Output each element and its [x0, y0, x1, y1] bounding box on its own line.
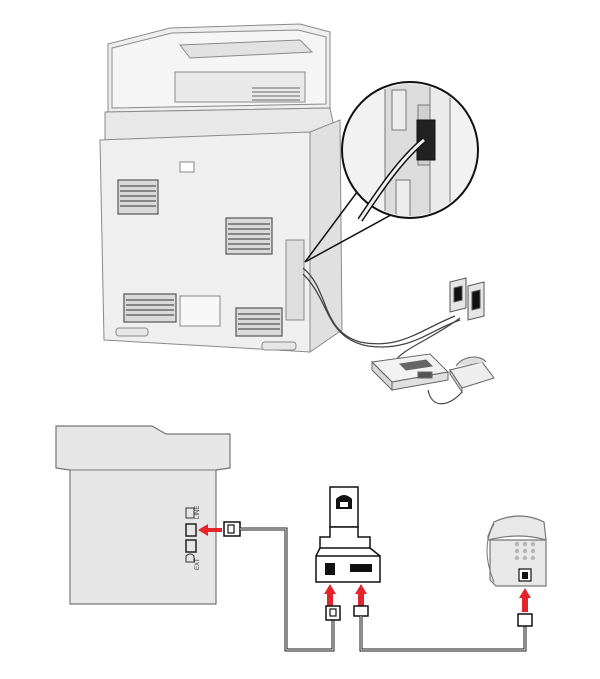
splitter-icon: [315, 486, 381, 583]
vent-left: [117, 179, 159, 215]
ext-label-text: EXT: [195, 558, 201, 570]
printer-illustration: [99, 23, 343, 353]
telephone-plug: [517, 613, 533, 627]
output-tray: [174, 71, 306, 103]
telephone-icon: [486, 515, 547, 587]
zoom-jack: [416, 119, 436, 161]
printer-cable: [302, 267, 456, 345]
cable-splitter-phone: [359, 616, 527, 652]
vent-bottom-right: [235, 307, 283, 337]
ext-port: [185, 539, 197, 553]
printer-side: [309, 119, 343, 353]
wall-jack-icon: [449, 277, 485, 321]
keypad: [514, 541, 536, 561]
rear-port-panel: [285, 239, 305, 321]
telephone-small-icon: [449, 356, 495, 394]
printer-schematic: LINE EXT: [55, 425, 231, 605]
printer-schematic-body: [55, 425, 231, 605]
line-label-text: LINE: [195, 506, 201, 519]
printer-plug: [223, 521, 241, 537]
adf-tray: [179, 39, 314, 59]
vent-bottom-left: [123, 293, 177, 323]
line-port-label: LINE: [185, 506, 201, 519]
scanner-vent: [252, 87, 300, 101]
splitter-arrow-right: [355, 584, 367, 606]
port-zoom-callout: [304, 81, 479, 263]
telephone-arrow: [519, 588, 531, 612]
ext-port-label: EXT: [185, 553, 201, 570]
splitter-arrow-left: [324, 584, 336, 606]
line-port: [185, 523, 197, 537]
vent-center: [225, 217, 273, 255]
line-arrow: [198, 524, 222, 536]
answering-machine-icon: [370, 353, 450, 392]
splitter-plug-left: [325, 605, 341, 621]
splitter-plug-right: [353, 605, 369, 617]
